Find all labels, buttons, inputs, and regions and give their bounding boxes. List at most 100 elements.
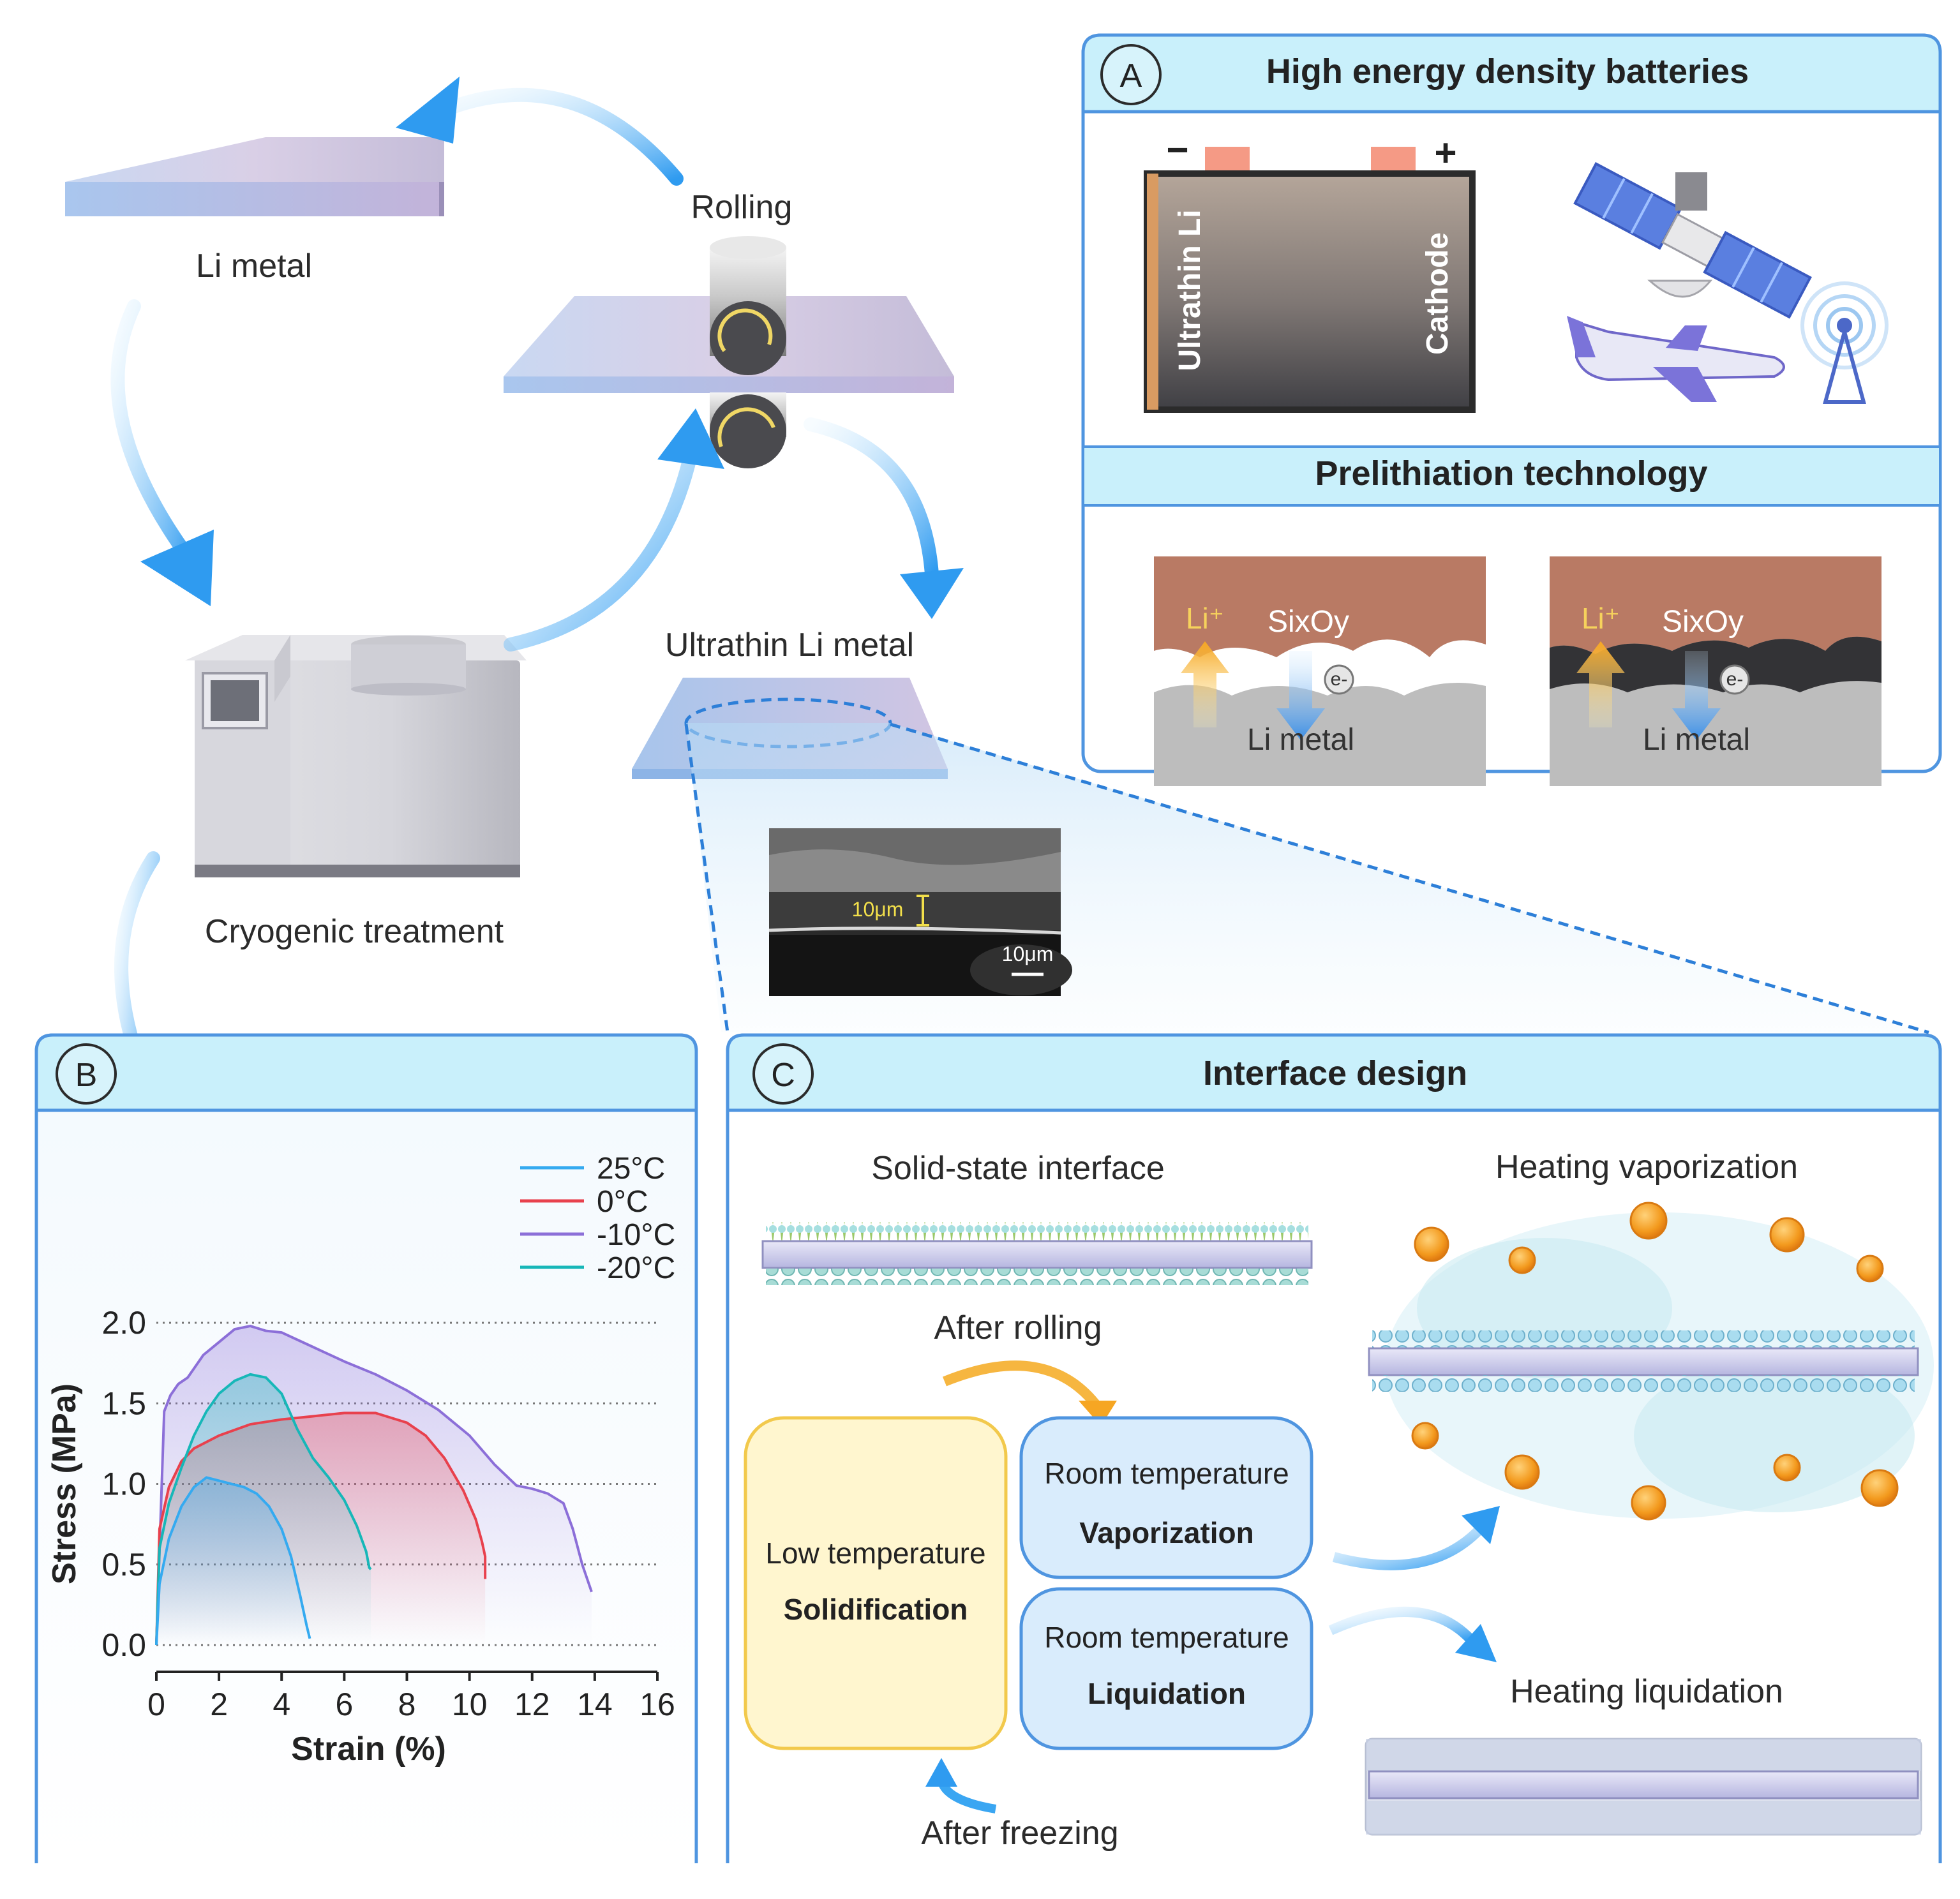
legend-label: -10°C	[597, 1218, 675, 1252]
signal-tower-icon	[1800, 281, 1889, 404]
panel-b-badge	[56, 1043, 117, 1105]
x-tick-label: 16	[640, 1687, 675, 1722]
x-tick-label: 12	[514, 1687, 550, 1722]
electron-arrow-icon	[1672, 651, 1721, 740]
battery-cathode-label: Cathode	[1421, 232, 1455, 355]
electron-label-right: e-	[1726, 669, 1744, 690]
x-tick-label: 8	[398, 1687, 416, 1722]
li-metal-label-right: Li metal	[1643, 723, 1750, 757]
sixoy-label-left: SixOy	[1268, 605, 1349, 639]
sem-image	[768, 828, 1072, 996]
solidification-label: Solidification	[784, 1593, 968, 1626]
arrowhead-icon	[900, 568, 964, 619]
arrowhead-icon	[396, 77, 460, 144]
cryogenic-machine	[185, 635, 527, 877]
arrowhead-icon	[1079, 1401, 1117, 1426]
x-tick-label: 4	[273, 1687, 290, 1722]
heating-vaporization-label: Heating vaporization	[1495, 1149, 1798, 1186]
panel-c-title: Interface design	[1203, 1054, 1467, 1092]
ultrathin-label: Ultrathin Li metal	[665, 627, 914, 664]
prelithiation-left	[1154, 556, 1486, 786]
upper-roller	[710, 236, 786, 375]
series-line-25°C	[155, 1476, 311, 1646]
series-line-0°C	[155, 1411, 487, 1646]
battery-plus: +	[1434, 131, 1456, 174]
panel-a: A High energy density batteries − + Ultr…	[1081, 33, 1942, 786]
panel-c-badge	[752, 1043, 814, 1105]
arrow-to-vaporization	[1332, 1524, 1485, 1570]
y-axis-title: Stress (MPa)	[46, 1383, 83, 1584]
low-temp-box	[744, 1416, 1008, 1750]
sixoy-label-right: SixOy	[1662, 605, 1744, 639]
legend-label: 25°C	[597, 1152, 665, 1186]
solid-state-membrane	[761, 1222, 1313, 1285]
y-tick-label: 0.5	[101, 1547, 146, 1582]
panel-b-letter: B	[75, 1057, 98, 1094]
rolling-mill	[504, 236, 954, 468]
panel-c-letter: C	[771, 1057, 795, 1094]
x-tick-label: 0	[147, 1687, 165, 1722]
rotation-arrow-icon	[717, 407, 775, 448]
cryogenic-label: Cryogenic treatment	[205, 913, 504, 950]
arrowhead-icon	[925, 1758, 957, 1787]
zoom-line-right	[890, 722, 1929, 1034]
low-temp-label: Low temperature	[765, 1537, 985, 1570]
arrow-to-liquidation	[1328, 1606, 1475, 1644]
electron-arrow-icon	[1276, 651, 1325, 740]
arrow-rolling-to-li-metal	[433, 87, 684, 186]
y-tick-label: 1.0	[101, 1466, 146, 1502]
series-area-25°C	[156, 1477, 310, 1645]
solid-state-label: Solid-state interface	[871, 1150, 1165, 1187]
battery-minus: −	[1166, 128, 1188, 171]
y-tick-label: 0.0	[101, 1627, 146, 1663]
legend-label: -20°C	[597, 1251, 675, 1285]
series-line--20°C	[155, 1373, 372, 1646]
airplane-icon	[1567, 316, 1785, 402]
room-temp-label-2: Room temperature	[1044, 1621, 1289, 1654]
rolling-label: Rolling	[691, 189, 793, 226]
li-ion-label-right: Li⁺	[1582, 602, 1620, 635]
heating-liquidation-label: Heating liquidation	[1510, 1673, 1783, 1710]
li-ion-arrow-icon	[1576, 641, 1625, 727]
y-tick-label: 1.5	[101, 1385, 146, 1421]
battery-anode-label: Ultrathin Li	[1173, 209, 1207, 371]
panel-a-letter: A	[1120, 57, 1142, 94]
x-tick-label: 2	[210, 1687, 228, 1722]
legend-label: 0°C	[597, 1185, 648, 1219]
li-metal-sheet	[65, 137, 444, 216]
vaporization-label: Vaporization	[1079, 1516, 1253, 1549]
satellite-icon	[1573, 161, 1812, 319]
arrowhead-icon	[1462, 1506, 1500, 1544]
vaporization-illustration	[1368, 1202, 1934, 1521]
series-line--10°C	[155, 1325, 593, 1646]
prelithiation-title: Prelithiation technology	[1315, 454, 1707, 493]
panel-a-badge	[1100, 44, 1162, 105]
liquidation-box	[1019, 1587, 1313, 1750]
y-tick-label: 2.0	[101, 1305, 146, 1341]
process-diagram: Li metal Rolling	[65, 77, 1929, 1152]
arrowhead-icon	[657, 408, 724, 469]
x-tick-label: 10	[452, 1687, 488, 1722]
li-metal-label: Li metal	[196, 248, 312, 285]
rotation-arrow-icon	[717, 308, 773, 352]
arrowhead-icon	[1455, 1624, 1497, 1662]
arrow-li-metal-to-cryogenic	[110, 299, 198, 569]
vaporization-box	[1019, 1416, 1313, 1579]
li-ion-arrow-icon	[1181, 641, 1229, 727]
arrowhead-icon	[140, 530, 214, 606]
zoom-line-left	[684, 724, 729, 1033]
x-tick-label: 6	[335, 1687, 353, 1722]
x-tick-label: 14	[577, 1687, 613, 1722]
after-rolling-label: After rolling	[934, 1309, 1102, 1346]
prelithiation-right	[1550, 556, 1881, 786]
electron-label-left: e-	[1331, 669, 1348, 690]
arrow-cryogenic-to-rolling	[504, 440, 699, 652]
li-ion-label-left: Li⁺	[1186, 602, 1224, 635]
lower-roller	[710, 392, 786, 468]
process-arrows	[110, 87, 939, 1105]
vapor-particles	[1411, 1202, 1899, 1521]
after-rolling-arrow	[942, 1360, 1102, 1410]
